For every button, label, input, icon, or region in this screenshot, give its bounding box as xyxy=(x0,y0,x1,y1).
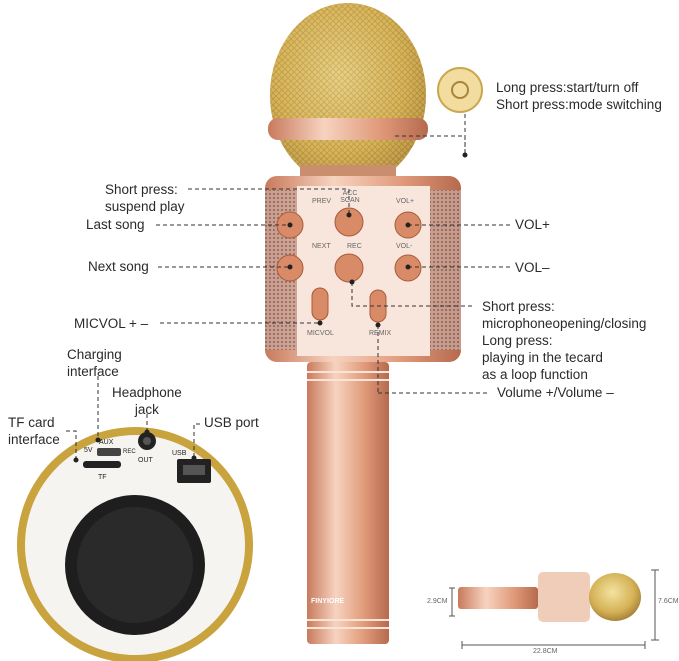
port-label-5v: 5V xyxy=(84,447,93,454)
headphone-annotation-line: Headphone xyxy=(112,385,182,400)
tf-annotation: TF card interface xyxy=(8,414,60,448)
rec-annotation-line: Long press: xyxy=(482,333,553,348)
charging-annotation: Charging interface xyxy=(67,346,122,380)
panel-label-vol-minus: VOL- xyxy=(396,243,413,250)
power-annotation: Long press:start/turn off Short press:mo… xyxy=(496,79,662,113)
port-label-rec: REC xyxy=(123,449,136,455)
rec-annotation-line: playing in the tecard xyxy=(482,350,603,365)
panel-label-rec: REC xyxy=(347,243,362,250)
tf-annotation-line: TF card xyxy=(8,415,55,430)
dimension-length: 22.8CM xyxy=(533,648,558,655)
mic-handle xyxy=(307,362,389,644)
charging-annotation-line: interface xyxy=(67,364,119,379)
vol-minus-annotation: VOL– xyxy=(515,260,550,275)
panel-label-prev: PREV xyxy=(312,198,332,205)
port-label-tf: TF xyxy=(98,474,107,481)
rec-annotation-line: as a loop function xyxy=(482,367,588,382)
tf-annotation-line: interface xyxy=(8,432,60,447)
charging-annotation-line: Charging xyxy=(67,347,122,362)
volume-annotation: Volume +/Volume – xyxy=(497,385,614,400)
leader-lines xyxy=(66,112,510,460)
port-label-aux: AUX xyxy=(99,439,114,446)
rec-annotation: Short press: microphoneopening/closing L… xyxy=(482,298,646,383)
dimension-diameter: 2.9CM xyxy=(427,598,448,605)
headphone-annotation: Headphone jack xyxy=(112,384,182,418)
brand-logo: FINYIORE xyxy=(311,598,345,605)
panel-label-micvol: MICVOL xyxy=(307,330,334,337)
suspend-annotation-line: suspend play xyxy=(105,199,185,214)
power-annotation-line: Long press:start/turn off xyxy=(496,80,639,95)
usb-annotation: USB port xyxy=(204,415,259,430)
mic-head-band xyxy=(268,118,428,140)
size-thumbnail xyxy=(449,569,659,649)
panel-label-vol-plus: VOL+ xyxy=(396,198,415,205)
suspend-annotation-line: Short press: xyxy=(105,182,178,197)
panel-label-remix: REMIX xyxy=(369,330,392,337)
last-song-annotation: Last song xyxy=(86,217,145,232)
panel-label-acc-scan: ACC SCAN xyxy=(340,190,360,204)
vol-plus-annotation: VOL+ xyxy=(515,217,550,232)
power-button xyxy=(437,67,483,113)
dimension-height: 7.6CM xyxy=(658,598,679,605)
port-label-out: OUT xyxy=(138,457,153,464)
headphone-annotation-line: jack xyxy=(134,402,159,417)
rec-annotation-line: microphoneopening/closing xyxy=(482,316,647,331)
panel-label-next: NEXT xyxy=(312,243,331,250)
rec-annotation-line: Short press: xyxy=(482,299,555,314)
power-annotation-line: Short press:mode switching xyxy=(496,97,662,112)
port-label-usb: USB xyxy=(172,450,187,457)
suspend-annotation: Short press: suspend play xyxy=(105,181,185,215)
micvol-annotation: MICVOL + – xyxy=(74,316,149,331)
next-song-annotation: Next song xyxy=(88,259,149,274)
